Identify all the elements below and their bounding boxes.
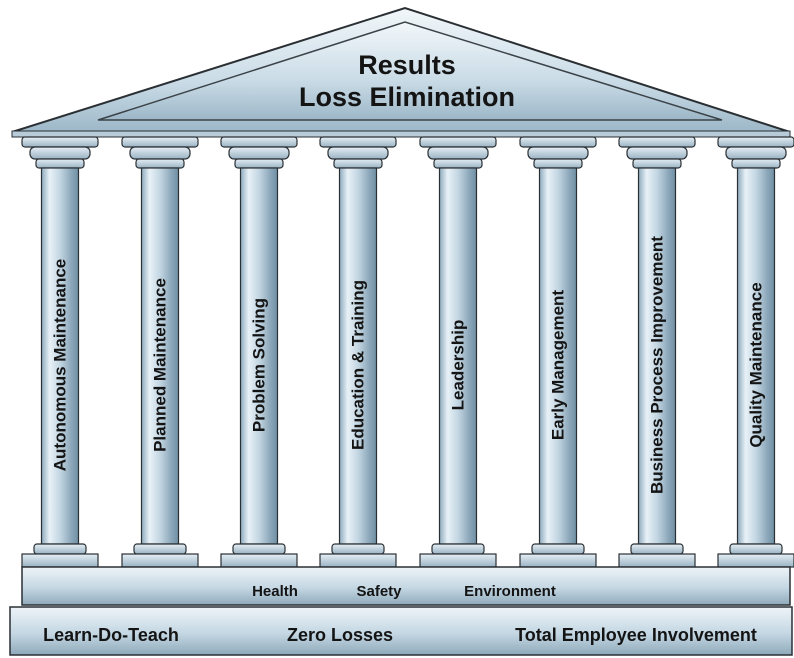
foundation-item-zero-losses: Zero Losses xyxy=(287,625,393,645)
pillar-capital-neck xyxy=(433,158,483,169)
roof-inner xyxy=(97,21,723,121)
pillar-shaft xyxy=(40,167,80,545)
pillar-base-torus xyxy=(729,543,783,555)
pillar-capital-echinus xyxy=(327,146,389,160)
pillar-capital-echinus xyxy=(427,146,489,160)
pillar-label: Leadership xyxy=(449,320,468,411)
pillar-plinth xyxy=(519,553,597,568)
roof-title-line1: Results xyxy=(358,50,456,80)
base-item-health: Health xyxy=(252,583,298,600)
pillar-shaft xyxy=(538,167,578,545)
pillar-plinth xyxy=(618,553,696,568)
pillar: Problem Solving xyxy=(220,136,298,568)
pillar: Quality Maintenance xyxy=(717,136,794,568)
pillar-plinth xyxy=(220,553,298,568)
base-slab xyxy=(21,566,791,606)
pillar-capital-neck xyxy=(234,158,284,169)
pillar-capital-top xyxy=(717,136,794,148)
pillar-label: Business Process Improvement xyxy=(648,236,667,494)
pillar-base-torus xyxy=(232,543,286,555)
pillar-capital-echinus xyxy=(626,146,688,160)
pillar: Early Management xyxy=(519,136,597,568)
pillar-label: Problem Solving xyxy=(250,298,269,432)
pillar: Autonomous Maintenance xyxy=(21,136,99,568)
pillar-capital-top xyxy=(519,136,597,148)
pillar-capital-top xyxy=(618,136,696,148)
pillar-capital-neck xyxy=(533,158,583,169)
pillar-capital-neck xyxy=(135,158,185,169)
base-item-environment: Environment xyxy=(464,583,556,600)
roof-title-line2: Loss Elimination xyxy=(299,82,515,112)
pillar: Leadership xyxy=(419,136,497,568)
pillar-capital-top xyxy=(419,136,497,148)
pillar-capital-neck xyxy=(731,158,781,169)
pillar: Business Process Improvement xyxy=(618,136,696,568)
pillar-shaft xyxy=(637,167,677,545)
pillar-shaft xyxy=(239,167,279,545)
pillar-base-torus xyxy=(33,543,87,555)
pillar-plinth xyxy=(319,553,397,568)
pillar-label: Planned Maintenance xyxy=(151,278,170,452)
pillar-shaft xyxy=(338,167,378,545)
pillar-capital-top xyxy=(121,136,199,148)
pillar-plinth xyxy=(121,553,199,568)
pillar-plinth xyxy=(717,553,794,568)
pillar-label: Quality Maintenance xyxy=(747,282,766,447)
pillar-label: Education & Training xyxy=(349,280,368,450)
foundation-item-total-employee-involvement: Total Employee Involvement xyxy=(515,625,757,645)
pillar-capital-top xyxy=(319,136,397,148)
pillar-base-torus xyxy=(133,543,187,555)
pillar-label: Early Management xyxy=(549,290,568,441)
pillar-capital-echinus xyxy=(725,146,787,160)
pillar-label: Autonomous Maintenance xyxy=(51,259,70,472)
pillar-plinth xyxy=(21,553,99,568)
pillar-capital-top xyxy=(21,136,99,148)
pillars: Autonomous Maintenance Planned Maintenanc… xyxy=(21,136,794,568)
foundation-slab xyxy=(9,606,793,656)
pillar-capital-top xyxy=(220,136,298,148)
pillar-capital-echinus xyxy=(228,146,290,160)
pillar-plinth xyxy=(419,553,497,568)
base-item-safety: Safety xyxy=(356,583,402,600)
pillar-base-torus xyxy=(531,543,585,555)
roof: Results Loss Elimination xyxy=(11,6,791,138)
pillar-shaft xyxy=(438,167,478,545)
pillar-base-torus xyxy=(431,543,485,555)
pillar-capital-neck xyxy=(632,158,682,169)
roof-entablature xyxy=(11,130,791,138)
pillar: Planned Maintenance xyxy=(121,136,199,568)
pillar-base-torus xyxy=(331,543,385,555)
foundation-item-learn-do-teach: Learn-Do-Teach xyxy=(43,625,179,645)
pillar-shaft xyxy=(736,167,776,545)
base: Health Safety Environment xyxy=(21,566,791,606)
pillar-capital-echinus xyxy=(29,146,91,160)
pillar-capital-neck xyxy=(35,158,85,169)
pillar-base-torus xyxy=(630,543,684,555)
foundation: Learn-Do-Teach Zero Losses Total Employe… xyxy=(9,606,793,656)
pillar-capital-echinus xyxy=(129,146,191,160)
pillar-capital-neck xyxy=(333,158,383,169)
pillar: Education & Training xyxy=(319,136,397,568)
pillar-capital-echinus xyxy=(527,146,589,160)
